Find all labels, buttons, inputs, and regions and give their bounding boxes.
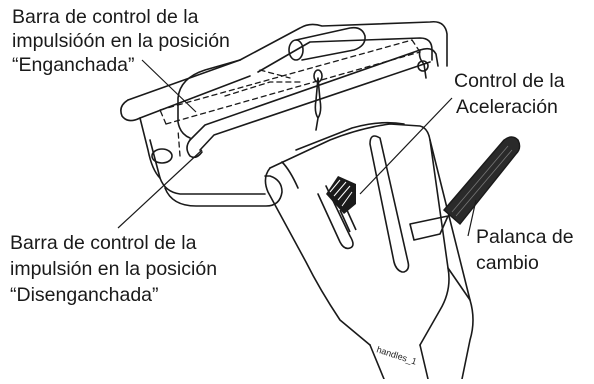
- cable-clip: [313, 69, 323, 83]
- console-left-side: [264, 167, 371, 346]
- lower-right-grip: [164, 175, 283, 207]
- throttle-slot: [317, 185, 354, 250]
- left-grip: [127, 59, 241, 101]
- shaft-down: [419, 344, 429, 380]
- console-right-edge: [447, 267, 474, 380]
- disengaged-bar-hook-left: [186, 139, 203, 159]
- label-disengaged-line3: “Disenganchada”: [10, 284, 159, 306]
- handlebar-frame-top: [239, 20, 448, 67]
- shaft-down-2: [369, 344, 385, 380]
- disengaged-bar: [189, 47, 439, 141]
- left-grip-tube: [149, 139, 266, 195]
- throttle-handle: [326, 176, 357, 233]
- left-grip-tube-outer: [139, 117, 161, 179]
- console-body: [269, 123, 450, 346]
- console-right-outer: [429, 139, 471, 301]
- shift-lever-grip: [443, 136, 521, 226]
- leader-throttle: [359, 97, 453, 195]
- shift-lever-shaft: [409, 215, 449, 241]
- figure-tag: handles_1: [375, 344, 418, 366]
- leader-disengaged: [117, 149, 203, 229]
- label-shift-line2: cambio: [476, 252, 539, 274]
- disengaged-bar-lower: [199, 61, 431, 151]
- left-knob: [151, 148, 173, 164]
- engaged-bar-dashed: [159, 39, 421, 157]
- left-grip-lower: [139, 75, 251, 119]
- leader-shift: [467, 199, 477, 237]
- right-cylinder: [295, 26, 366, 61]
- label-engaged-line3: “Enganchada”: [12, 54, 135, 76]
- console-top-edge: [295, 121, 405, 151]
- label-shift-line1: Palanca de: [476, 226, 574, 248]
- label-throttle-line1: Control de la: [454, 70, 565, 92]
- shift-slot: [369, 135, 410, 273]
- label-disengaged-line2: impulsión en la posición: [10, 258, 218, 280]
- handlebar-frame: [177, 59, 241, 139]
- label-engaged-line1: Barra de control de la: [12, 6, 199, 28]
- control-cable: [314, 77, 322, 131]
- leader-lines: [117, 59, 477, 237]
- right-cylinder-cap: [288, 39, 304, 61]
- label-throttle-line2: Aceleración: [456, 96, 558, 118]
- label-disengaged-line1: Barra de control de la: [10, 232, 197, 254]
- disengaged-bar-hook-right: [418, 49, 427, 79]
- left-grip-end: [120, 99, 141, 122]
- console-inner-left: [281, 161, 299, 189]
- bar-pivot-right: [417, 60, 429, 72]
- label-engaged-line2: impulsióón en la posición: [12, 30, 230, 52]
- leader-engaged: [141, 59, 197, 113]
